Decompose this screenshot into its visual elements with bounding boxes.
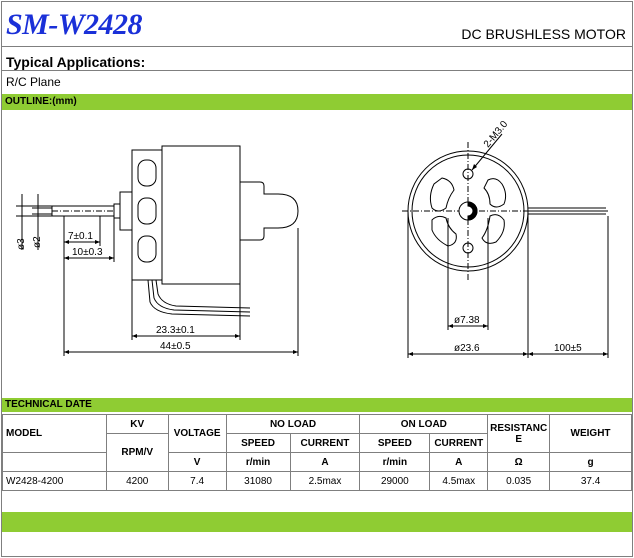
side-view <box>16 145 299 356</box>
technical-bar: TECHNICAL DATE <box>2 398 632 412</box>
col-model: MODEL <box>2 414 107 453</box>
dim-10: 10±0.3 <box>72 247 103 258</box>
applications-value: R/C Plane <box>6 75 61 89</box>
dim-hole: 2-M3.0 <box>482 119 511 150</box>
col-current-2: CURRENT <box>429 433 489 453</box>
spec-table: MODEL KV VOLTAGE NO LOAD ON LOAD RESISTA… <box>2 414 632 491</box>
col-kv: KV <box>105 414 169 434</box>
header-row-2: RPM/V SPEED CURRENT SPEED CURRENT <box>3 433 632 472</box>
shaft-collar <box>113 203 121 219</box>
footer-bar <box>2 512 632 532</box>
dim-lead: 100±5 <box>554 343 582 354</box>
applications-heading: Typical Applications: <box>6 54 146 70</box>
hub-shade <box>467 201 478 221</box>
cell-onload-speed: 29000 <box>359 471 431 491</box>
front-ring <box>119 191 133 231</box>
unit-a-1: A <box>289 452 361 472</box>
cell-model: W2428-4200 <box>2 471 107 491</box>
cell-noload-speed: 31080 <box>225 471 291 491</box>
slot <box>481 214 505 244</box>
slot <box>429 177 455 212</box>
unit-rpm-2: r/min <box>359 452 431 472</box>
slot <box>483 178 507 208</box>
front-view-arrows <box>408 164 608 356</box>
unit-model-blank <box>2 452 107 472</box>
vent <box>137 235 157 263</box>
vent <box>137 197 157 225</box>
model-title: SM-W2428 <box>6 8 143 41</box>
rotor-front <box>131 149 163 281</box>
motor-can <box>161 145 241 285</box>
technical-label: TECHNICAL DATE <box>5 399 92 410</box>
cell-voltage: 7.4 <box>167 471 227 491</box>
col-weight: WEIGHT <box>549 414 632 453</box>
unit-v: V <box>167 452 227 472</box>
table-row: W2428-4200 4200 7.4 31080 2.5max 29000 4… <box>2 471 632 491</box>
cell-noload-current: 2.5max <box>289 471 361 491</box>
front-view <box>402 133 609 358</box>
unit-g: g <box>549 452 632 472</box>
outline-label: OUTLINE:(mm) <box>5 96 77 107</box>
rear-mount <box>240 181 299 241</box>
mount-hole <box>462 242 474 254</box>
col-current-1: CURRENT <box>289 433 361 453</box>
divider <box>2 70 632 71</box>
lead-wire <box>147 279 251 317</box>
lead-wire <box>155 279 251 309</box>
product-type: DC BRUSHLESS MOTOR <box>461 26 626 42</box>
col-rpmv: RPM/V <box>105 433 169 472</box>
col-noload: NO LOAD <box>225 414 361 434</box>
col-onload: ON LOAD <box>359 414 489 434</box>
col-speed-1: SPEED <box>225 433 291 453</box>
unit-ohm: Ω <box>487 452 551 472</box>
dim-7: 7±0.1 <box>68 231 93 242</box>
dim-d2: ø2 <box>32 236 43 248</box>
col-resistance: RESISTANCE <box>487 414 551 453</box>
units-row: V r/min A r/min A Ω g <box>2 452 632 472</box>
cell-kv: 4200 <box>105 471 169 491</box>
leader <box>471 133 503 171</box>
title-row: SM-W2428 DC BRUSHLESS MOTOR <box>2 2 632 47</box>
outline-drawing: ø3 ø2 7±0.1 10±0.3 23.3±0.1 44±0.5 <box>16 119 609 358</box>
cell-weight: 37.4 <box>549 471 632 491</box>
dim-23: 23.3±0.1 <box>156 325 195 336</box>
cell-resistance: 0.035 <box>487 471 551 491</box>
col-speed-2: SPEED <box>359 433 431 453</box>
dim-44: 44±0.5 <box>160 341 191 352</box>
header-row-1: MODEL KV VOLTAGE NO LOAD ON LOAD RESISTA… <box>2 414 632 453</box>
unit-rpm-1: r/min <box>225 452 291 472</box>
dim-738: ø7.38 <box>454 315 480 326</box>
outline-bar: OUTLINE:(mm) <box>2 94 632 110</box>
col-voltage: VOLTAGE <box>167 414 227 453</box>
cell-onload-current: 4.5max <box>429 471 489 491</box>
dim-d3: ø3 <box>16 238 27 250</box>
side-view-arrows <box>64 240 298 354</box>
dim-236: ø23.6 <box>454 343 480 354</box>
unit-a-2: A <box>429 452 489 472</box>
mount-hole <box>462 168 474 180</box>
side-view-dims: ø3 ø2 7±0.1 10±0.3 23.3±0.1 44±0.5 <box>16 231 195 352</box>
slot <box>431 215 457 247</box>
lead-wire <box>151 279 251 313</box>
vent <box>137 159 157 187</box>
